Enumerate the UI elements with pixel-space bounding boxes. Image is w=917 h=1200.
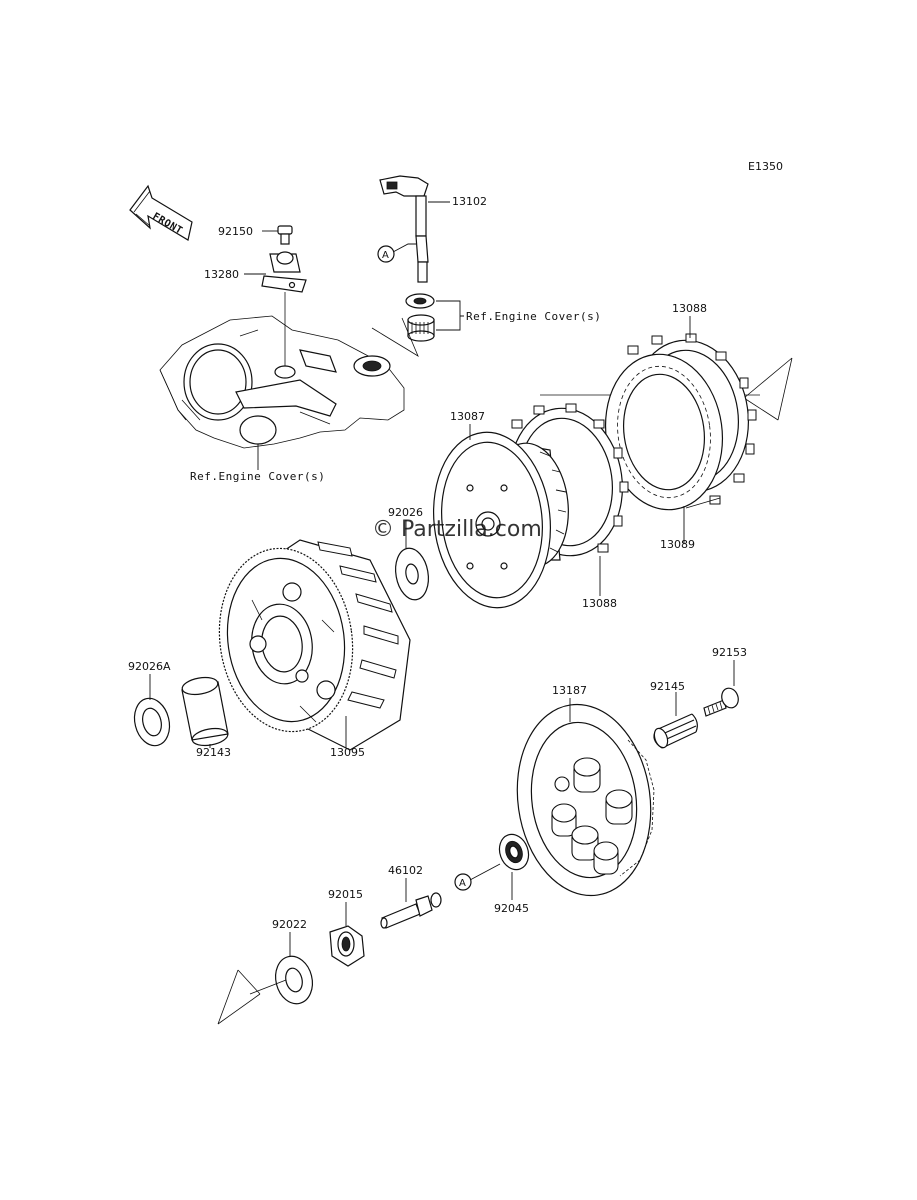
part-needle-bearing-top: [407, 314, 435, 342]
front-arrow-icon: FRONT: [129, 184, 193, 241]
marker-a-bottom-label: A: [459, 878, 466, 889]
part-label-13089: 13089: [660, 538, 695, 551]
part-92026A-washer: [133, 697, 171, 747]
part-label-92045: 92045: [494, 902, 529, 915]
part-92143-collar: [181, 676, 229, 747]
callout-13095[interactable]: 13095: [330, 746, 365, 759]
part-label-92015: 92015: [328, 888, 363, 901]
part-label-13087: 13087: [450, 410, 485, 423]
part-label-92022: 92022: [272, 918, 307, 931]
part-label-92153: 92153: [712, 646, 747, 659]
part-46102-push-rod: [380, 892, 442, 929]
part-seal-top: [405, 293, 435, 309]
part-label-13095: 13095: [330, 746, 365, 759]
part-label-13280: 13280: [204, 268, 239, 281]
callout-92022[interactable]: 92022: [272, 918, 307, 931]
callout-92145[interactable]: 92145: [650, 680, 685, 693]
watermark: © Partzilla.com: [372, 517, 542, 542]
part-13102-shaft: [379, 175, 429, 283]
part-92045-bearing: [498, 833, 530, 871]
callout-92150[interactable]: 92150: [218, 225, 253, 238]
part-label-92143: 92143: [196, 746, 231, 759]
part-92145-spring: [653, 713, 698, 749]
part-label-13088-top: 13088: [672, 302, 707, 315]
part-92153-bolt: [703, 687, 739, 717]
callout-92026[interactable]: 92026: [388, 506, 423, 519]
part-label-46102: 46102: [388, 864, 423, 877]
part-label-92150: 92150: [218, 225, 253, 238]
diagram-code: E1350: [748, 160, 783, 173]
ref-engine-cover-bottom: Ref.Engine Cover(s): [190, 470, 325, 483]
part-13187-pressure-plate: [516, 703, 655, 897]
callout-13088-top[interactable]: 13088: [672, 302, 707, 315]
callout-92015[interactable]: 92015: [328, 888, 363, 901]
ref-engine-cover-top: Ref.Engine Cover(s): [466, 310, 601, 323]
callout-13089[interactable]: 13089: [660, 538, 695, 551]
part-13280-bracket: [261, 251, 307, 293]
callout-92153[interactable]: 92153: [712, 646, 747, 659]
callout-13088-bottom[interactable]: 13088: [582, 597, 617, 610]
callout-13187[interactable]: 13187: [552, 684, 587, 697]
callout-13280[interactable]: 13280: [204, 268, 239, 281]
callout-92045[interactable]: 92045: [494, 902, 529, 915]
engine-cover-housing: [159, 315, 405, 449]
part-92026-washer: [395, 547, 429, 601]
callout-92026A[interactable]: 92026A: [128, 660, 171, 673]
part-13087-clutch-hub: [432, 431, 569, 609]
callout-92143[interactable]: 92143: [196, 746, 231, 759]
callout-13087[interactable]: 13087: [450, 410, 485, 423]
part-13095-clutch-housing: [218, 539, 411, 751]
part-label-13088-bottom: 13088: [582, 597, 617, 610]
marker-a-top: A: [377, 245, 395, 263]
callout-46102[interactable]: 46102: [388, 864, 423, 877]
part-label-92026A: 92026A: [128, 660, 171, 673]
part-92150-bolt: [277, 225, 293, 245]
part-label-13102: 13102: [452, 195, 487, 208]
part-92022-washer: [274, 955, 314, 1005]
part-label-92026: 92026: [388, 506, 423, 519]
marker-a-top-label: A: [382, 250, 389, 261]
part-label-92145: 92145: [650, 680, 685, 693]
part-label-13187: 13187: [552, 684, 587, 697]
callout-13102[interactable]: 13102: [452, 195, 487, 208]
marker-a-bottom: A: [454, 873, 472, 891]
part-92015-nut: [329, 925, 365, 967]
